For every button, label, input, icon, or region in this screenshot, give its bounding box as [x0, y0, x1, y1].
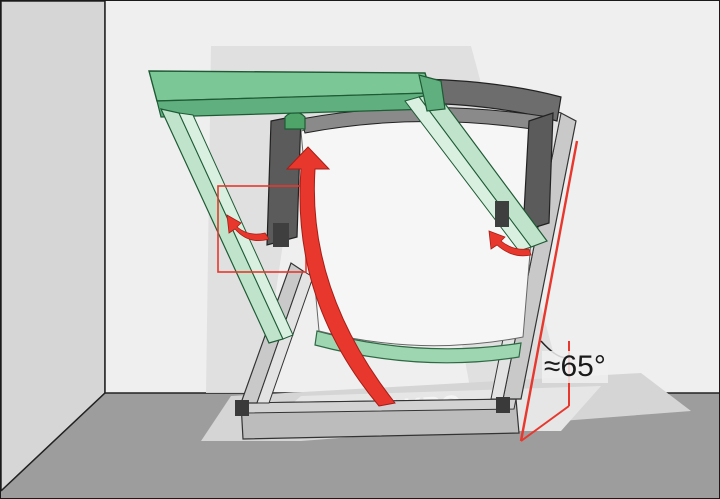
- floor-left-edge: [1, 392, 106, 492]
- left-hinge-hardware: [273, 223, 289, 247]
- rotate-arrow: [285, 146, 396, 407]
- right-small-arrow: [488, 230, 532, 257]
- right-hinge-post: [522, 112, 554, 232]
- sash-bottom-curve: [314, 330, 522, 364]
- left-hinge-top: [284, 111, 306, 130]
- right-hinge-hardware: [495, 201, 509, 227]
- angle-line-sash: [519, 140, 579, 442]
- angle-base-line: [520, 405, 570, 442]
- angle-label: ≈65°: [542, 350, 608, 383]
- frame-corner-block-right: [496, 397, 510, 413]
- sash-top-right-corner: [418, 74, 446, 112]
- left-small-arrow: [226, 214, 270, 242]
- frame-corner-block-left: [235, 400, 249, 416]
- frame-top-arc: [420, 78, 562, 122]
